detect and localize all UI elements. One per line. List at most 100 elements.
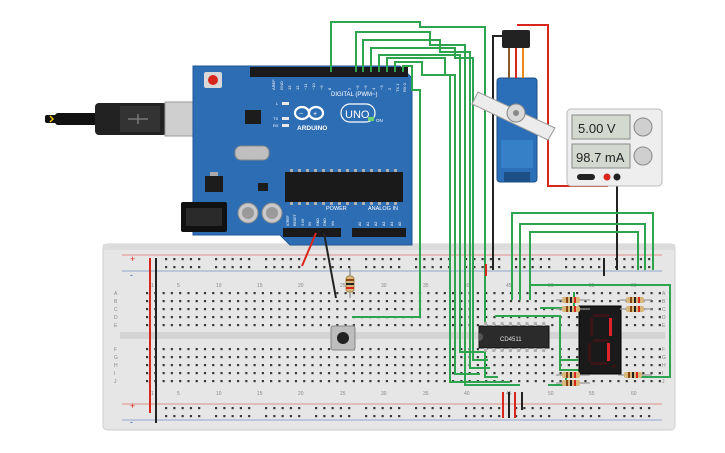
wire[interactable] — [529, 231, 639, 300]
breadboard-hole[interactable] — [253, 356, 256, 359]
breadboard-hole[interactable] — [443, 308, 446, 311]
resistor[interactable] — [345, 268, 355, 298]
digital-pin-header[interactable] — [250, 67, 408, 77]
breadboard-hole[interactable] — [427, 324, 430, 327]
breadboard-hole[interactable] — [294, 372, 298, 375]
breadboard-hole[interactable] — [623, 407, 626, 410]
breadboard-hole[interactable] — [273, 266, 276, 269]
breadboard-hole[interactable] — [336, 372, 339, 375]
breadboard-hole[interactable] — [625, 324, 628, 327]
breadboard-hole[interactable] — [236, 308, 240, 311]
breadboard-hole[interactable] — [501, 292, 504, 295]
breadboard-hole[interactable] — [203, 316, 207, 319]
breadboard-hole[interactable] — [245, 372, 248, 375]
breadboard-hole[interactable] — [443, 372, 446, 375]
breadboard-hole[interactable] — [567, 364, 570, 367]
breadboard-hole[interactable] — [278, 324, 281, 327]
breadboard-hole[interactable] — [531, 258, 534, 261]
breadboard-hole[interactable] — [339, 415, 343, 418]
breadboard-hole[interactable] — [548, 407, 551, 410]
breadboard-hole[interactable] — [220, 324, 223, 327]
breadboard-hole[interactable] — [427, 316, 430, 319]
breadboard-hole[interactable] — [625, 380, 628, 383]
breadboard-hole[interactable] — [481, 407, 484, 410]
breadboard-hole[interactable] — [631, 266, 634, 269]
breadboard-hole[interactable] — [286, 308, 289, 311]
breadboard-hole[interactable] — [600, 292, 604, 295]
resistor[interactable] — [556, 372, 590, 378]
breadboard-hole[interactable] — [633, 316, 637, 319]
breadboard-hole[interactable] — [348, 266, 351, 269]
breadboard-hole[interactable] — [298, 266, 301, 269]
breadboard-hole[interactable] — [373, 415, 376, 418]
breadboard-hole[interactable] — [286, 348, 289, 351]
breadboard-hole[interactable] — [203, 364, 207, 367]
breadboard-hole[interactable] — [170, 364, 174, 367]
breadboard-hole[interactable] — [369, 292, 372, 295]
breadboard-hole[interactable] — [187, 316, 190, 319]
breadboard-hole[interactable] — [460, 364, 463, 367]
breadboard-hole[interactable] — [534, 356, 537, 359]
breadboard-hole[interactable] — [162, 348, 165, 351]
breadboard-hole[interactable] — [220, 308, 223, 311]
breadboard-hole[interactable] — [344, 292, 347, 295]
breadboard-hole[interactable] — [294, 364, 298, 367]
breadboard-hole[interactable] — [398, 258, 401, 261]
breadboard-hole[interactable] — [173, 407, 176, 410]
breadboard-hole[interactable] — [348, 258, 351, 261]
breadboard-hole[interactable] — [658, 380, 661, 383]
breadboard-hole[interactable] — [336, 308, 339, 311]
breadboard-hole[interactable] — [518, 308, 521, 311]
breadboard-hole[interactable] — [565, 266, 568, 269]
breadboard-hole[interactable] — [581, 266, 584, 269]
breadboard-hole[interactable] — [501, 356, 504, 359]
breadboard-hole[interactable] — [633, 380, 637, 383]
breadboard-hole[interactable] — [639, 258, 643, 261]
breadboard-hole[interactable] — [344, 300, 347, 303]
breadboard-hole[interactable] — [278, 300, 281, 303]
breadboard-hole[interactable] — [581, 258, 584, 261]
breadboard-hole[interactable] — [311, 316, 314, 319]
breadboard-hole[interactable] — [565, 407, 568, 410]
breadboard-hole[interactable] — [203, 292, 207, 295]
breadboard-hole[interactable] — [493, 308, 496, 311]
breadboard-hole[interactable] — [576, 324, 579, 327]
breadboard-hole[interactable] — [389, 407, 393, 410]
breadboard-hole[interactable] — [319, 372, 322, 375]
breadboard-hole[interactable] — [261, 372, 264, 375]
breadboard-hole[interactable] — [623, 415, 626, 418]
breadboard-hole[interactable] — [389, 266, 393, 269]
breadboard-hole[interactable] — [203, 308, 207, 311]
breadboard-hole[interactable] — [223, 258, 226, 261]
breadboard-hole[interactable] — [253, 348, 256, 351]
breadboard-hole[interactable] — [303, 364, 306, 367]
breadboard-hole[interactable] — [509, 372, 513, 375]
breadboard-hole[interactable] — [410, 372, 413, 375]
breadboard-hole[interactable] — [385, 380, 389, 383]
breadboard-hole[interactable] — [189, 407, 193, 410]
breadboard-hole[interactable] — [348, 407, 351, 410]
breadboard-hole[interactable] — [551, 348, 554, 351]
breadboard-hole[interactable] — [220, 356, 223, 359]
breadboard-hole[interactable] — [609, 292, 612, 295]
breadboard-hole[interactable] — [394, 308, 397, 311]
breadboard-hole[interactable] — [303, 308, 306, 311]
breadboard-hole[interactable] — [435, 380, 438, 383]
breadboard-hole[interactable] — [633, 356, 637, 359]
breadboard-hole[interactable] — [385, 348, 389, 351]
breadboard-hole[interactable] — [215, 415, 218, 418]
breadboard-hole[interactable] — [179, 372, 182, 375]
breadboard-hole[interactable] — [361, 300, 364, 303]
breadboard-hole[interactable] — [236, 316, 240, 319]
breadboard-hole[interactable] — [344, 308, 347, 311]
breadboard-hole[interactable] — [559, 300, 562, 303]
breadboard-hole[interactable] — [523, 258, 526, 261]
breadboard-hole[interactable] — [534, 308, 537, 311]
breadboard-hole[interactable] — [327, 316, 331, 319]
breadboard-hole[interactable] — [336, 324, 339, 327]
breadboard-hole[interactable] — [212, 356, 215, 359]
breadboard-hole[interactable] — [435, 356, 438, 359]
breadboard-hole[interactable] — [265, 266, 268, 269]
breadboard-hole[interactable] — [389, 258, 393, 261]
breadboard-hole[interactable] — [212, 380, 215, 383]
